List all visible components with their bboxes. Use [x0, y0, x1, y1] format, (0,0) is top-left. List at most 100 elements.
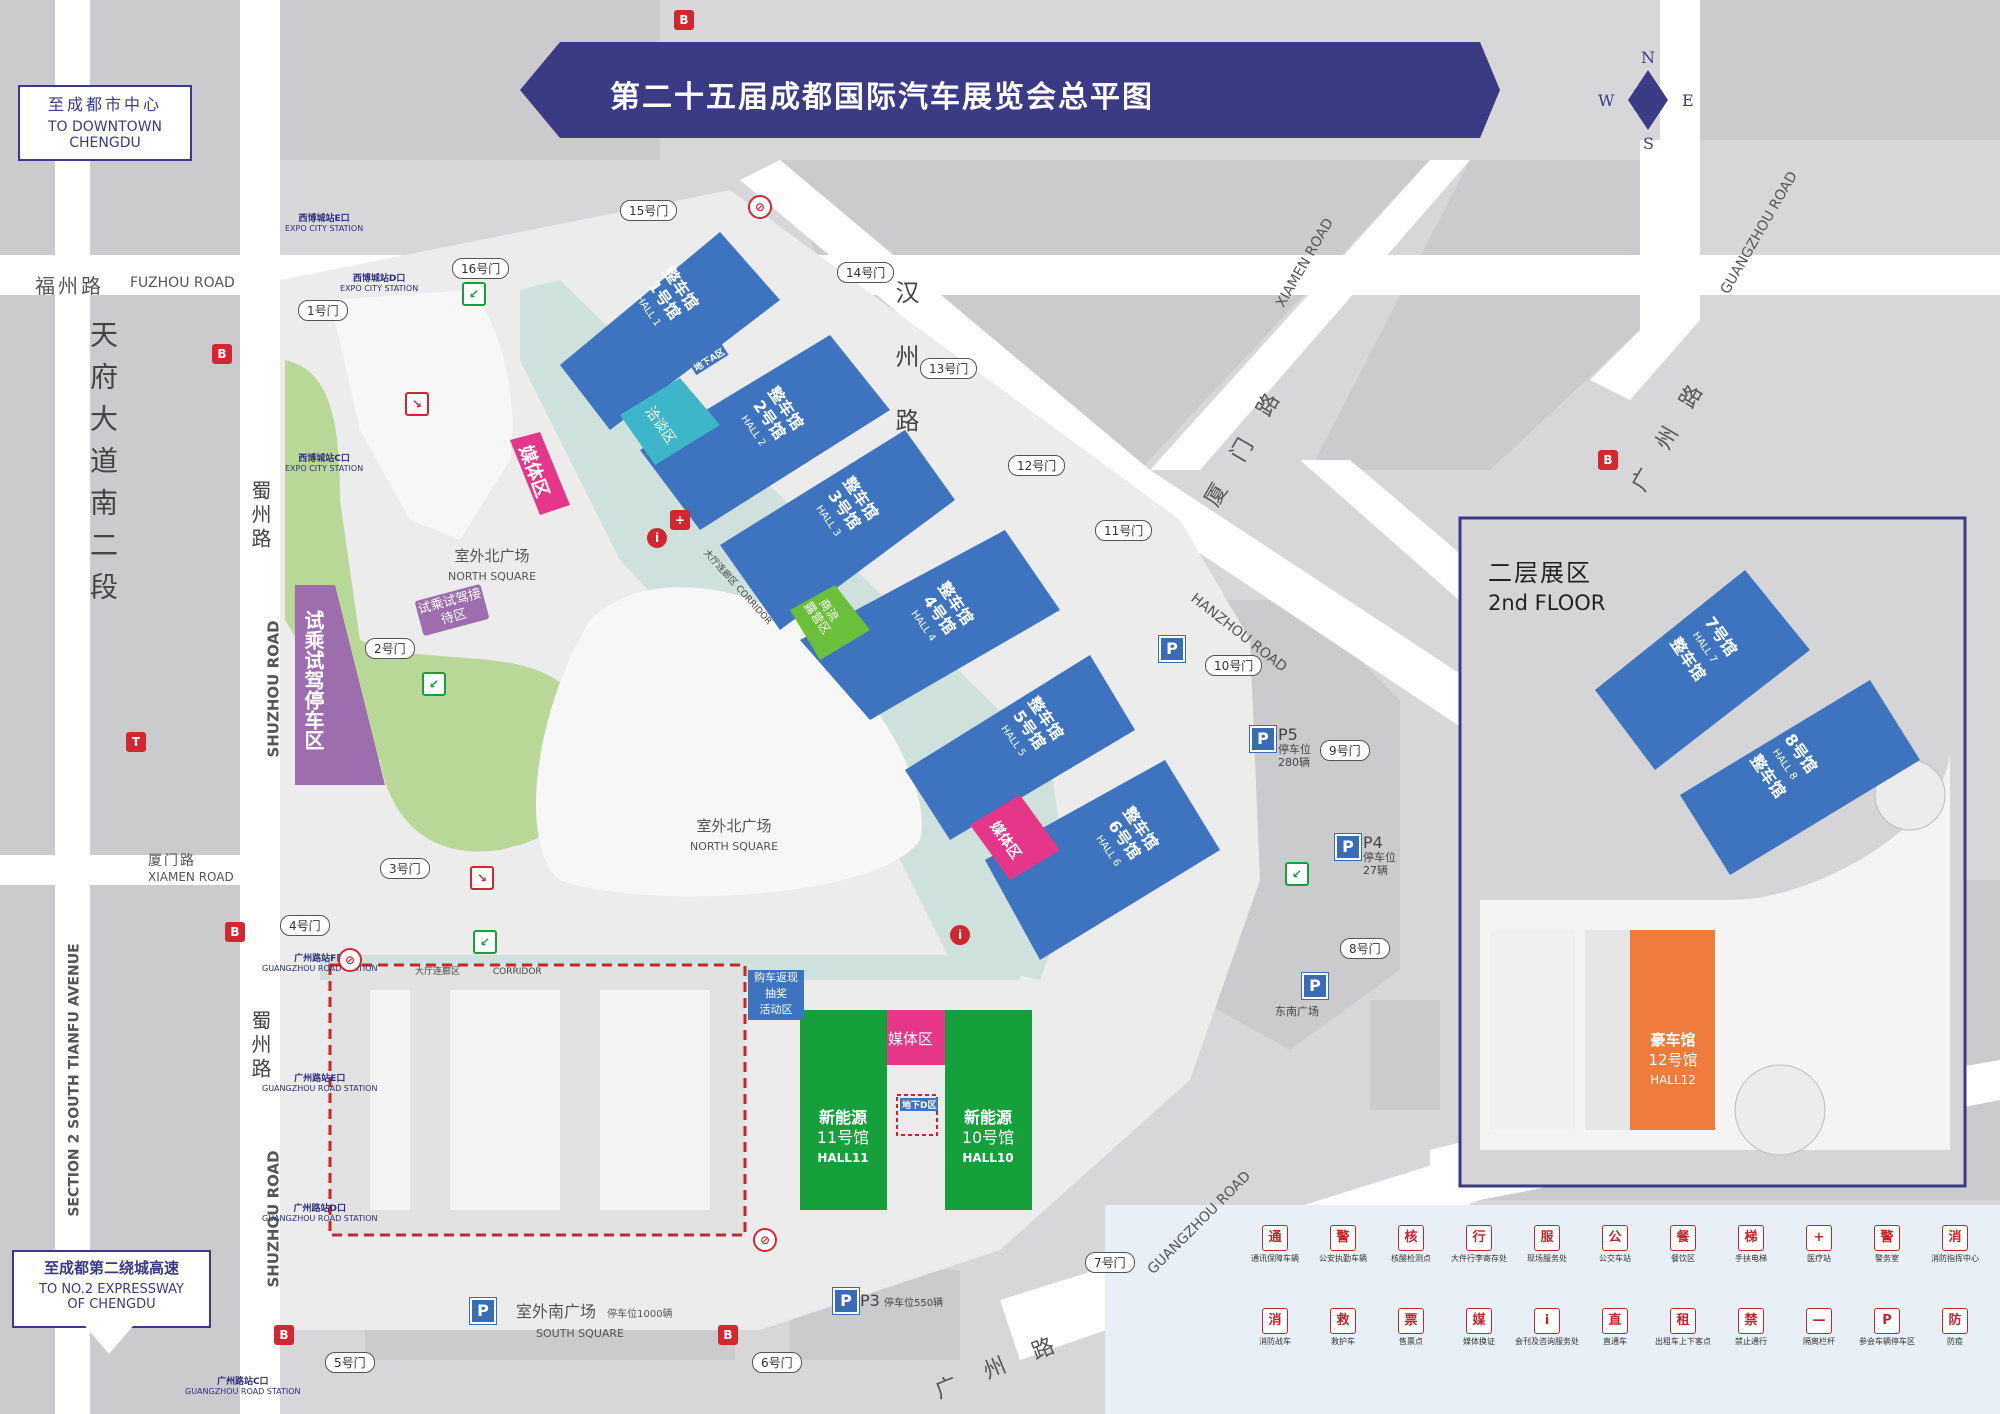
road-tianfu-cn: 天府大道南二段: [86, 320, 119, 614]
legend-label: 防疫: [1947, 1337, 1963, 1346]
parking-p5-icon[interactable]: P: [1249, 725, 1277, 753]
gate-6[interactable]: 6号门: [752, 1352, 802, 1373]
no-entry-icon[interactable]: ⊘: [753, 1228, 777, 1252]
exit-icon[interactable]: ↙: [422, 672, 446, 696]
legend-icon: —: [1806, 1308, 1832, 1334]
legend-item: 防防疫: [1920, 1308, 1990, 1347]
legend-label: 大件行李寄存处: [1451, 1254, 1507, 1263]
gate-11[interactable]: 11号门: [1095, 520, 1153, 541]
legend-icon: 消: [1942, 1225, 1968, 1251]
corridor-south: 大厅连廊区 CORRIDOR: [415, 967, 542, 977]
road-tianfu-en: SECTION 2 SOUTH TIANFU AVENUE: [66, 943, 83, 1217]
gate-9[interactable]: 9号门: [1320, 740, 1370, 761]
legend-icon: 消: [1262, 1308, 1288, 1334]
compass-west: W: [1598, 91, 1615, 110]
legend-item: —隔离栏杆: [1784, 1308, 1854, 1347]
parking-southeast-icon[interactable]: P: [1301, 972, 1329, 1000]
gate-7[interactable]: 7号门: [1085, 1252, 1135, 1273]
legend-icon: i: [1534, 1308, 1560, 1334]
gate-2[interactable]: 2号门: [365, 638, 415, 659]
legend-icon: 服: [1534, 1225, 1560, 1251]
parking-p4-icon[interactable]: P: [1334, 833, 1362, 861]
expressway-arrow: [85, 1326, 133, 1354]
southeast-square: 东南广场: [1275, 1005, 1319, 1018]
bus-stop-icon[interactable]: B: [718, 1325, 738, 1345]
legend-icon: P: [1874, 1308, 1900, 1334]
legend-label: 医疗站: [1807, 1254, 1831, 1263]
legend-item: 公公交车站: [1580, 1225, 1650, 1264]
legend-item: 媒媒体换证: [1444, 1308, 1514, 1347]
entrance-icon[interactable]: ↙: [1285, 862, 1309, 886]
legend-item: 直直通车: [1580, 1308, 1650, 1347]
entrance-icon[interactable]: ↘: [470, 866, 494, 890]
gate-13[interactable]: 13号门: [920, 358, 978, 379]
parking-hanzhou-icon[interactable]: P: [1158, 635, 1186, 663]
hall-11-block: [800, 1010, 887, 1210]
gate-1[interactable]: 1号门: [298, 300, 348, 321]
legend-item: P 参会车辆停车区: [1852, 1308, 1922, 1347]
gate-14[interactable]: 14号门: [837, 262, 895, 283]
legend-item: i 会刊及咨询服务处: [1512, 1308, 1582, 1347]
legend-label: 手扶电梯: [1735, 1254, 1767, 1263]
gate-15[interactable]: 15号门: [620, 200, 678, 221]
bus-stop-icon[interactable]: B: [225, 922, 245, 942]
legend-icon: 通: [1262, 1225, 1288, 1251]
zone-underground-d[interactable]: 地下D区: [900, 1098, 939, 1111]
legend-icon: 票: [1398, 1308, 1424, 1334]
legend-icon: 核: [1398, 1225, 1424, 1251]
bus-stop-icon[interactable]: B: [674, 10, 694, 30]
gate-4[interactable]: 4号门: [280, 915, 330, 936]
no-entry-icon[interactable]: ⊘: [338, 948, 362, 972]
compass-east: E: [1682, 91, 1694, 110]
medical-icon[interactable]: +: [670, 510, 690, 530]
gate-3[interactable]: 3号门: [380, 858, 430, 879]
legend-label: 警务室: [1875, 1254, 1899, 1263]
legend-label: 售票点: [1399, 1337, 1423, 1346]
legend-icon: 警: [1330, 1225, 1356, 1251]
legend-item: +医疗站: [1784, 1225, 1854, 1264]
zone-purchase[interactable]: 购车返现抽奖活动区: [748, 970, 804, 1020]
page-title: 第二十五届成都国际汽车展览会总平图: [610, 80, 1154, 115]
legend-label: 消防战车: [1259, 1337, 1291, 1346]
legend-label: 会刊及咨询服务处: [1515, 1337, 1579, 1346]
parking-p3-icon[interactable]: P: [832, 1287, 860, 1315]
info-icon[interactable]: i: [950, 925, 970, 945]
entrance-icon[interactable]: ↘: [405, 392, 429, 416]
testride-parking-area: [295, 585, 385, 785]
gate-8[interactable]: 8号门: [1340, 938, 1390, 959]
exit-icon[interactable]: ↙: [462, 282, 486, 306]
gate-10[interactable]: 10号门: [1205, 655, 1263, 676]
gate-12[interactable]: 12号门: [1008, 455, 1066, 476]
no-entry-icon[interactable]: ⊘: [748, 195, 772, 219]
compass-north: N: [1641, 48, 1655, 67]
road-hanzhou-cn: 汉州路: [891, 280, 919, 472]
bus-stop-icon[interactable]: B: [274, 1325, 294, 1345]
zone-media-south[interactable]: 媒体区: [888, 1030, 934, 1048]
expressway-cn: 至成都第二绕城高速: [43, 1259, 179, 1277]
legend-item: 入入口: [1988, 1225, 2000, 1264]
bus-stop-icon[interactable]: B: [1598, 450, 1618, 470]
title-banner-shape: [520, 42, 1500, 138]
gate-5[interactable]: 5号门: [325, 1352, 375, 1373]
parking-south-icon[interactable]: P: [469, 1297, 497, 1325]
exit-icon[interactable]: ↙: [473, 930, 497, 954]
gate-16[interactable]: 16号门: [452, 258, 510, 279]
legend-label: 通讯保障车辆: [1251, 1254, 1299, 1263]
info-icon[interactable]: i: [647, 528, 667, 548]
expressway-sign: 至成都第二绕城高速 TO NO.2 EXPRESSWAY OF CHENGDU: [12, 1250, 211, 1328]
bus-stop-icon[interactable]: B: [212, 344, 232, 364]
legend-label: 参会车辆停车区: [1859, 1337, 1915, 1346]
taxi-icon[interactable]: T: [126, 732, 146, 752]
